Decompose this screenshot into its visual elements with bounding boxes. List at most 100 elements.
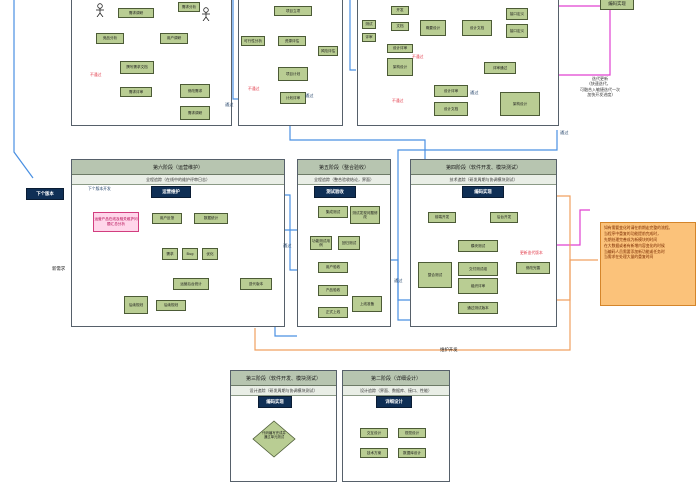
note-line: 当程序中重复的功能提前完成时，	[604, 230, 661, 236]
stage5-regression: 回归测试	[338, 236, 360, 250]
label-changes: 更新迭代版本	[520, 250, 543, 255]
node-project-plan: 项目计划	[278, 67, 308, 81]
node-requirement-review: 需求评审	[120, 87, 152, 97]
stage6-data-stats: 数据统计	[194, 213, 228, 224]
node-pass-review: 评审通过	[484, 62, 516, 74]
node-review: 评审	[362, 33, 376, 42]
stage4-title: 第四阶段（软件开发、模块测试）	[411, 160, 556, 175]
label-pass: 通过	[470, 90, 479, 95]
stage2-title: 第二阶段（详细设计）	[343, 371, 449, 386]
stage5-func-cases: 功能测试用例	[310, 236, 332, 250]
stage5-integration-test: 集成测试	[318, 206, 348, 218]
label-pass: 通过	[305, 93, 314, 98]
stage6-bug: Bug	[182, 248, 198, 260]
note-line: 当需求在处理大量的重复时间	[604, 254, 654, 260]
node-plan-review: 计划评审	[280, 92, 306, 104]
note-line: 先期处理完善成为新模块的时间	[604, 236, 658, 242]
panel-stage-3: 第三阶段（软件开发、模块测试） 设计追踪（研发周期与协调模块测试）	[230, 370, 337, 482]
stage6-maintenance-summary: 运营产品在线及相关维护问题汇总分析	[93, 212, 139, 232]
stage6-subtitle: 全程追踪（在线中的维护评审日志）	[72, 175, 284, 185]
label-fail: 不通过	[392, 98, 404, 103]
stage2-visual: 视觉设计	[398, 428, 426, 438]
node-dev: 开发	[391, 6, 409, 15]
person-icon	[94, 2, 106, 18]
node-requirement-analysis: 需求分析	[178, 2, 200, 12]
label-pass: 通过	[394, 278, 403, 283]
panel-project-planning	[238, 0, 343, 126]
stage4-frontend: 前端开发	[428, 212, 456, 223]
node-risk-eval: 风险评估	[318, 46, 338, 56]
stage4-revise: 修改完善	[516, 262, 550, 274]
stage6-follow-up: 后续规划	[124, 296, 148, 314]
next-version-box: 下个版本	[26, 188, 64, 200]
maintenance-label: 维护开发	[440, 348, 458, 353]
stage4-subtitle: 技术追踪（研发周期与协调模块测试）	[411, 175, 556, 185]
panel-stage-6: 第六阶段（运营维护） 全程追踪（在线中的维护评审日志）	[71, 159, 285, 327]
note-line: 在大数据或者有新增内容变化的时候	[604, 242, 665, 248]
notes-box: 如有需要变化时请在前期走完整的流程。 当程序中重复的功能提前完成时， 先期处理完…	[600, 222, 696, 306]
stage2-subtitle: 设计追踪（界面、数据库、接口、性能）	[343, 386, 449, 396]
stage4-backend: 后台开发	[490, 212, 518, 223]
stage5-release-prep: 上线准备	[352, 296, 382, 312]
node-interface-def: 接口定义	[506, 8, 528, 20]
stage4-start: 编码实现	[462, 186, 504, 198]
node-requirement-final: 需求调研	[180, 106, 210, 120]
node-design-doc: 设计文档	[462, 20, 492, 36]
label-fail: 不通过	[248, 86, 260, 91]
stage4-deliver: 交付测试组	[458, 262, 498, 276]
iteration-note: 迭代更新 (快速迭代， 可融合入敏捷迭代一次 加快开发进度)	[580, 76, 620, 98]
node-outline-design: 概要设计	[420, 20, 446, 36]
coding-box-topright: 编码实现	[600, 0, 634, 10]
person-icon	[200, 6, 212, 22]
node-arch-review: 架构设计	[500, 92, 540, 116]
node-feasibility: 可行性分析	[241, 36, 265, 46]
stage6-title: 第六阶段（运营维护）	[72, 160, 284, 175]
stage6-user-feedback: 用户反馈	[152, 213, 182, 224]
node-requirement-revise: 修改需求	[180, 84, 210, 98]
label-pass: 通过	[225, 102, 234, 107]
node-design-review-2: 设计评审	[434, 85, 468, 97]
node-design-review: 设计评审	[387, 44, 413, 53]
stage6-iteration-version: 迭代版本	[240, 278, 272, 290]
note-line: 当编码人员需要添加新功能或任务时	[604, 248, 665, 254]
stage2-tech: 技术方案	[360, 448, 388, 458]
node-competitor-analysis: 竞品分析	[96, 33, 124, 44]
stage5-test-fix: 测试发现问题修改	[350, 206, 380, 224]
label-fail: 不通过	[412, 54, 424, 59]
stage2-interaction: 交互设计	[360, 428, 388, 438]
stage3-decision: 代码编写完成并通过单元测试	[252, 420, 296, 458]
stage4-pass-version: 通过测试版本	[458, 302, 498, 314]
next-version-dev-label: 下个版本开发	[88, 186, 111, 191]
stage3-start: 编码实现	[258, 396, 292, 408]
node-write-requirement-doc: 撰写需求文档	[120, 61, 154, 74]
node-requirement-research: 需求调研	[118, 8, 154, 18]
stage5-subtitle: 全程追踪（整合验收结论，界面）	[298, 175, 390, 185]
stage2-start: 详细设计	[376, 396, 412, 408]
node-doc: 文档	[391, 22, 409, 31]
stage4-review: 组织评审	[458, 278, 498, 294]
panel-stage-2: 第二阶段（详细设计） 设计追踪（界面、数据库、接口、性能）	[342, 370, 450, 482]
stage5-title: 第五阶段（整合验收）	[298, 160, 390, 175]
decision-diamond-icon	[252, 420, 296, 458]
stage5-user-accept: 用户验收	[318, 262, 348, 273]
node-project-initiation: 项目立项	[274, 6, 312, 16]
stage4-integration: 整合测试	[418, 262, 452, 288]
node-resource-eval: 资源评估	[278, 36, 306, 46]
label-fail: 不通过	[90, 72, 102, 77]
stage5-go-live: 正式上线	[318, 307, 348, 318]
stage6-requirement: 需求	[162, 248, 178, 260]
label-pass: 通过	[283, 243, 292, 248]
stage6-start: 运营维护	[151, 186, 191, 198]
stage3-subtitle: 设计追踪（研发周期与协调模块测试）	[231, 386, 336, 396]
label-pass: 通过	[560, 130, 569, 135]
node-test: 测试	[362, 20, 376, 29]
stage3-title: 第三阶段（软件开发、模块测试）	[231, 371, 336, 386]
stage2-db: 数据库设计	[398, 448, 426, 458]
stage4-module-test: 模块测试	[458, 240, 498, 252]
stage6-follow-up-2: 后续规划	[156, 300, 186, 311]
note-line: 如有需要变化时请在前期走完整的流程。	[604, 225, 673, 230]
node-design-doc-2: 设计文档	[434, 102, 468, 116]
new-requirement-label: 新需求	[52, 267, 66, 272]
stage5-start: 测试验收	[314, 186, 356, 198]
decision-label: 代码编写完成并通过单元测试	[262, 431, 286, 440]
